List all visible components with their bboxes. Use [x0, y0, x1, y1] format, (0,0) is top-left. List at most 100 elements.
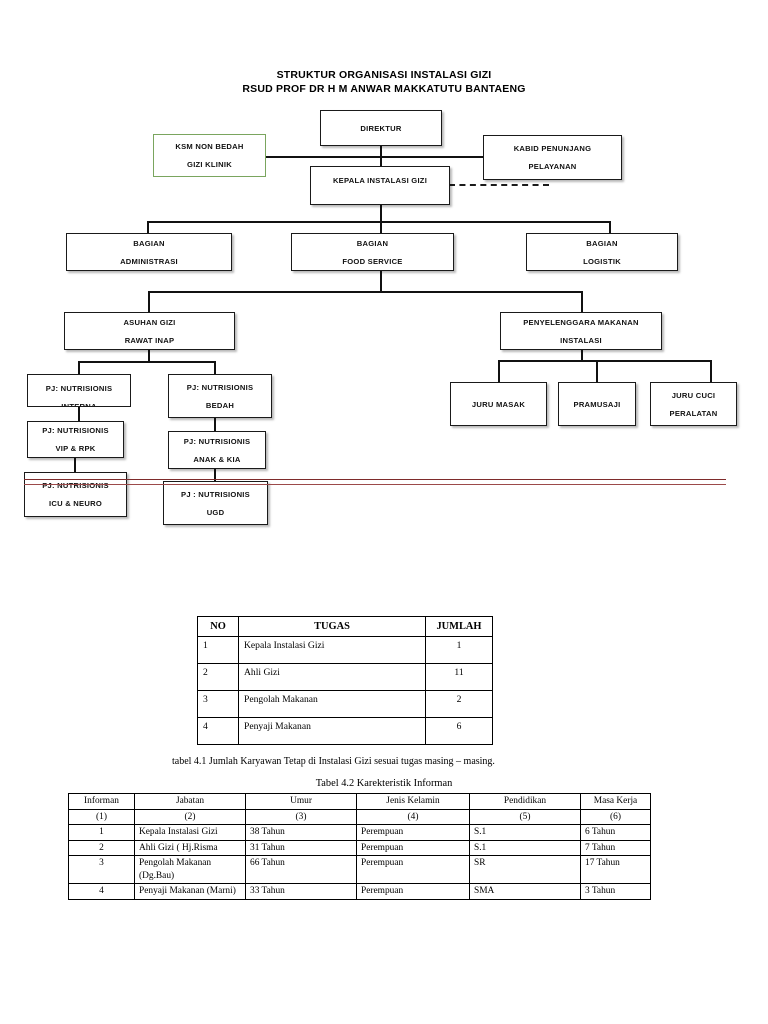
org-chart: STRUKTUR ORGANISASI INSTALASI GIZI RSUD … [24, 69, 737, 525]
chart-title-line1: STRUKTUR ORGANISASI INSTALASI GIZI [276, 69, 492, 81]
box-penyelenggara-line1: PENYELENGGARA MAKANAN [523, 317, 639, 327]
table-42-cell-pendidikan: SR [469, 855, 581, 884]
box-ksm-non-bedah[interactable]: KSM NON BEDAH GIZI KLINIK [153, 134, 266, 177]
connector-bus-to-juru-masak [498, 360, 501, 382]
table-row: 2 Ahli Gizi ( Hj.Risma 31 Tahun Perempua… [68, 839, 651, 856]
table-41-cell-jumlah: 6 [425, 717, 493, 745]
box-bagian-administrasi[interactable]: BAGIAN ADMINISTRASI [66, 233, 232, 271]
box-pj-vip-line2: VIP & RPK [55, 444, 96, 453]
table-42-cell-masa-kerja: 17 Tahun [580, 855, 651, 884]
table-42-num-6: (6) [580, 808, 651, 825]
box-kabid-line2: PELAYANAN [528, 162, 577, 171]
box-juru-cuci-line1: JURU CUCI [671, 390, 716, 400]
table-42-num-2: (2) [134, 808, 246, 825]
box-juru-masak[interactable]: JURU MASAK [450, 382, 547, 426]
table-41-cell-no: 1 [197, 636, 239, 664]
box-pj-nutrisionis-interna[interactable]: PJ: NUTRISIONIS INTERNA [27, 374, 131, 407]
table-42-cell-jabatan: Kepala Instalasi Gizi [134, 824, 246, 841]
box-logistik-line2: LOGISTIK [583, 256, 621, 266]
table-42-cell-pendidikan: SMA [469, 883, 581, 900]
table-row: 4 Penyaji Makanan 6 [197, 717, 493, 745]
box-juru-cuci-peralatan[interactable]: JURU CUCI PERALATAN [650, 382, 737, 426]
connector-dashed-kabid [449, 184, 549, 186]
box-pj-nutrisionis-bedah[interactable]: PJ: NUTRISIONIS BEDAH [168, 374, 272, 418]
box-pj-ugd-line2: UGD [206, 507, 225, 517]
table-42-num-5: (5) [469, 808, 581, 825]
box-direktur[interactable]: DIREKTUR [320, 110, 442, 146]
box-bagian-logistik[interactable]: BAGIAN LOGISTIK [526, 233, 678, 271]
table-42-cell-pendidikan: S.1 [469, 824, 581, 841]
box-administrasi-line2: ADMINISTRASI [120, 256, 178, 266]
box-pj-bedah-line2: BEDAH [205, 400, 235, 410]
table-42-cell-umur: 38 Tahun [245, 824, 357, 841]
table-42: Informan Jabatan Umur Jenis Kelamin Pend… [68, 793, 651, 900]
table-42-cell-jenis-kelamin: Perempuan [356, 883, 470, 900]
box-pj-interna-line1: PJ: NUTRISIONIS [45, 384, 113, 393]
table-42-header-jabatan: Jabatan [134, 793, 246, 810]
table-row: 1 Kepala Instalasi Gizi 38 Tahun Perempu… [68, 824, 651, 841]
connector-food-service-down [380, 271, 383, 293]
connector-asuhan-to-interna [78, 361, 81, 374]
table-41-cell-tugas: Ahli Gizi [238, 663, 426, 691]
connector-bedah-to-anak [214, 418, 217, 431]
table-42-cell-jabatan: Pengolah Makanan (Dg.Bau) [134, 855, 246, 884]
box-pramusaji[interactable]: PRAMUSAJI [558, 382, 636, 426]
table-row: 4 Penyaji Makanan (Marni) 33 Tahun Perem… [68, 883, 651, 900]
box-bagian-food-service[interactable]: BAGIAN FOOD SERVICE [291, 233, 454, 271]
table-42-cell-pendidikan: S.1 [469, 839, 581, 856]
box-asuhan-gizi-rawat-inap[interactable]: ASUHAN GIZI RAWAT INAP [64, 312, 235, 350]
table-41-cell-no: 2 [197, 663, 239, 691]
box-penyelenggara-line2: INSTALASI [560, 335, 602, 345]
table-42-cell-informan: 2 [68, 839, 135, 856]
connector-bus-to-juru-cuci [710, 360, 713, 382]
connector-bus-to-food-service [380, 221, 383, 234]
table-42-num-3: (3) [245, 808, 357, 825]
box-kabid-penunjang[interactable]: KABID PENUNJANG PELAYANAN [483, 135, 622, 180]
table-42-numbering-row: (1) (2) (3) (4) (5) (6) [68, 808, 651, 825]
box-kepala-line1: KEPALA INSTALASI GIZI [332, 176, 428, 185]
box-administrasi-line1: BAGIAN [133, 238, 165, 248]
table-42-cell-masa-kerja: 6 Tahun [580, 824, 651, 841]
table-42-num-1: (1) [68, 808, 135, 825]
table-42-cell-jenis-kelamin: Perempuan [356, 839, 470, 856]
box-juru-cuci-line2: PERALATAN [669, 408, 718, 418]
connector-bus-to-penyelenggara [581, 291, 584, 313]
box-pj-nutrisionis-ugd[interactable]: PJ : NUTRISIONIS UGD [163, 481, 268, 525]
table-41-header-row: NO TUGAS JUMLAH [197, 616, 493, 637]
table-row: 3 Pengolah Makanan 2 [197, 690, 493, 718]
box-food-service-line2: FOOD SERVICE [342, 256, 403, 266]
connector-bus-to-administrasi [147, 221, 150, 234]
chart-title-line2: RSUD PROF DR H M ANWAR MAKKATUTU BANTAEN… [242, 83, 526, 95]
box-food-service-line1: BAGIAN [356, 238, 389, 248]
table-41-cell-jumlah: 1 [425, 636, 493, 664]
table-41-cell-no: 4 [197, 717, 239, 745]
table-42-header-masa-kerja: Masa Kerja [580, 793, 651, 810]
box-asuhan-line2: RAWAT INAP [124, 335, 175, 345]
table-42-cell-umur: 31 Tahun [245, 839, 357, 856]
table-42-cell-umur: 66 Tahun [245, 855, 357, 884]
connector-bus-to-pramusaji [596, 360, 599, 382]
connector-penyelenggara-bus [498, 360, 712, 363]
box-penyelenggara-makanan[interactable]: PENYELENGGARA MAKANAN INSTALASI [500, 312, 662, 350]
box-kepala-instalasi-gizi[interactable]: KEPALA INSTALASI GIZI [310, 166, 450, 205]
box-pj-nutrisionis-anak-kia[interactable]: PJ: NUTRISIONIS ANAK & KIA [168, 431, 266, 469]
table-41-cell-no: 3 [197, 690, 239, 718]
connector-kepala-down [380, 205, 383, 223]
box-pj-icu-line2: ICU & NEURO [49, 499, 102, 508]
table-41-cell-tugas: Kepala Instalasi Gizi [238, 636, 426, 664]
connector-asuhan-bus [78, 361, 216, 364]
connector-interna-to-vip [78, 407, 81, 421]
box-pj-interna-line2: INTERNA [61, 402, 97, 407]
table-41-cell-tugas: Pengolah Makanan [238, 690, 426, 718]
table-41-cell-jumlah: 11 [425, 663, 493, 691]
connector-bus-to-asuhan [148, 291, 151, 313]
table-42-cell-informan: 3 [68, 855, 135, 884]
table-41-caption: tabel 4.1 Jumlah Karyawan Tetap di Insta… [172, 756, 495, 767]
table-42-header-umur: Umur [245, 793, 357, 810]
table-42-cell-informan: 4 [68, 883, 135, 900]
connector-horizontal-top [265, 156, 487, 159]
table-row: 1 Kepala Instalasi Gizi 1 [197, 636, 493, 664]
box-pj-nutrisionis-vip-rpk[interactable]: PJ: NUTRISIONIS VIP & RPK [27, 421, 124, 458]
connector-level3-bus [148, 291, 583, 294]
